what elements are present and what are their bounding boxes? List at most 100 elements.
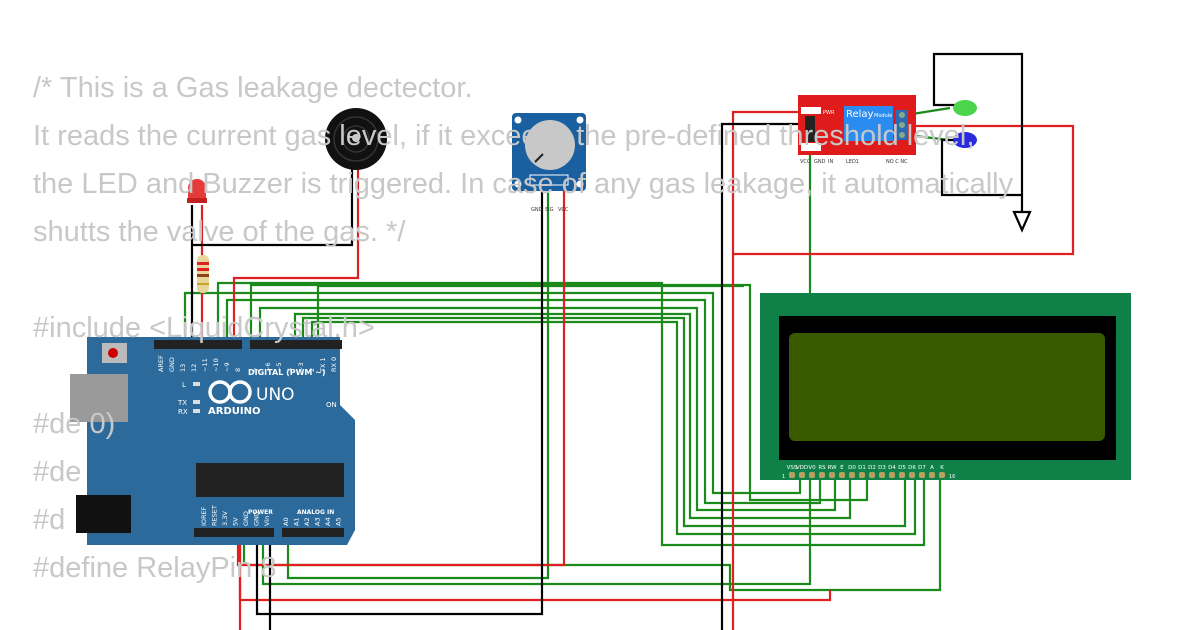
digital-header-left: [154, 340, 242, 349]
lcd-pin-label: RW: [827, 465, 837, 471]
red-wires: [200, 110, 1075, 630]
arduino-pin-label: 13: [179, 364, 187, 372]
arduino-pin-label: TX 1: [319, 357, 327, 373]
lcd-pin-label: VDD: [796, 465, 808, 471]
lcd-pin[interactable]: [799, 472, 805, 478]
arduino-pin-label: RESET: [211, 505, 219, 526]
red-led[interactable]: [187, 179, 207, 203]
power-jack: [76, 495, 131, 533]
lcd-pin[interactable]: [909, 472, 915, 478]
digital-header-right: [250, 340, 342, 349]
pin-label: SIG: [545, 207, 554, 213]
knob-indicator[interactable]: [534, 153, 544, 163]
lcd-pin-label: K: [940, 465, 944, 471]
arduino-pin-label: ~6: [264, 362, 272, 372]
arduino-pin-label: A3: [314, 517, 322, 526]
lcd-pin-label: A: [930, 465, 934, 471]
lcd-pin-label: RS: [818, 465, 826, 471]
lcd-pin-label: E: [840, 465, 844, 471]
arduino-pin-label: ~3: [297, 362, 305, 372]
lcd-pin[interactable]: [789, 472, 795, 478]
pin-label: GND: [531, 207, 543, 213]
lcd-pin[interactable]: [929, 472, 935, 478]
arduino-pin-label: 5V: [232, 517, 240, 526]
lcd-pin[interactable]: [829, 472, 835, 478]
potentiometer[interactable]: GND SIG VCC: [512, 113, 586, 213]
arduino-pin-label: ~5: [275, 362, 283, 372]
led-label: L: [182, 381, 186, 389]
lcd-pin[interactable]: [879, 472, 885, 478]
arduino-pin-label: 4: [286, 368, 294, 372]
digital-label: DIGITAL (PWM ~): [248, 368, 326, 377]
lcd-screen: [789, 333, 1105, 441]
lcd-pin[interactable]: [899, 472, 905, 478]
lcd-pin-label: D4: [888, 465, 896, 471]
on-label: ON: [326, 401, 337, 409]
arduino-logo-icon: [208, 380, 252, 404]
arduino-pin-label: AREF: [157, 355, 165, 372]
relay-module[interactable]: PWR Relay Module VCC GND IN LED1 NO C NC: [798, 95, 916, 165]
arduino-pin-label: ~9: [223, 362, 231, 372]
green-led[interactable]: [953, 100, 977, 116]
usb-port: [70, 374, 128, 422]
arduino-pin-label: Vin: [263, 516, 271, 526]
atmega-chip: [196, 463, 344, 497]
relay-pin-label: VCC: [800, 159, 811, 165]
arduino-pin-label: GND: [253, 511, 261, 526]
lcd-pin-label: V0: [808, 465, 816, 471]
lcd-pin[interactable]: [939, 472, 945, 478]
lcd-pin-label: D3: [878, 465, 886, 471]
lcd-pin-label: D6: [908, 465, 916, 471]
arduino-pin-label: ~11: [201, 358, 209, 372]
lcd-pin-label: VSS: [787, 465, 798, 471]
led-label: RX: [178, 408, 188, 416]
arduino-pin-label: GND: [242, 511, 250, 526]
analog-header: [282, 528, 344, 537]
relay-title: Relay: [846, 109, 874, 120]
lcd-pin-last: 16: [949, 474, 955, 480]
wire: [249, 283, 869, 502]
wire: [183, 291, 802, 495]
arduino-pin-label: GND: [168, 357, 176, 372]
led-label: TX: [177, 399, 187, 407]
analog-label: ANALOG IN: [297, 509, 334, 516]
pin-label: VCC: [558, 207, 569, 213]
relay-pin-label: IN: [828, 159, 833, 165]
lcd-pin[interactable]: [919, 472, 925, 478]
relay-pwr-label: PWR: [823, 110, 835, 116]
arduino-pin-label: A2: [303, 517, 311, 526]
arduino-pin-label: 3.3V: [221, 511, 229, 526]
arduino-model: UNO: [256, 385, 295, 405]
resistor[interactable]: [197, 255, 209, 293]
buzzer[interactable]: [325, 108, 387, 170]
relay-terminals-label: NO C NC: [886, 159, 908, 165]
lcd-pin-label: D5: [898, 465, 906, 471]
arduino-pin-label: 7: [253, 368, 261, 372]
blue-led[interactable]: [953, 132, 977, 148]
lcd-pin-label: D7: [918, 465, 926, 471]
lcd-pin[interactable]: [809, 472, 815, 478]
black-wires: [190, 52, 1032, 630]
arduino-pin-label: RX 0: [330, 357, 338, 372]
arduino-pin-label: IOREF: [200, 506, 208, 526]
lcd-pin[interactable]: [869, 472, 875, 478]
arduino-pin-label: A5: [335, 517, 343, 526]
lcd-pin[interactable]: [849, 472, 855, 478]
arduino-pin-label: A4: [324, 517, 332, 526]
lcd-pin[interactable]: [859, 472, 865, 478]
relay-pin-label: GND: [814, 159, 826, 165]
lcd-pin[interactable]: [819, 472, 825, 478]
power-label: POWER: [248, 509, 273, 516]
relay-led1-label: LED1: [846, 159, 859, 165]
lcd-pin-label: D2: [868, 465, 876, 471]
arduino-pin-label: A0: [282, 517, 290, 526]
arduino-pin-label: 8: [234, 368, 242, 372]
relay-subtitle: Module: [874, 113, 892, 119]
lcd-pin-label: D0: [848, 465, 856, 471]
arduino-pin-label: 2: [308, 368, 316, 372]
lcd-pin[interactable]: [889, 472, 895, 478]
lcd-pin[interactable]: [839, 472, 845, 478]
